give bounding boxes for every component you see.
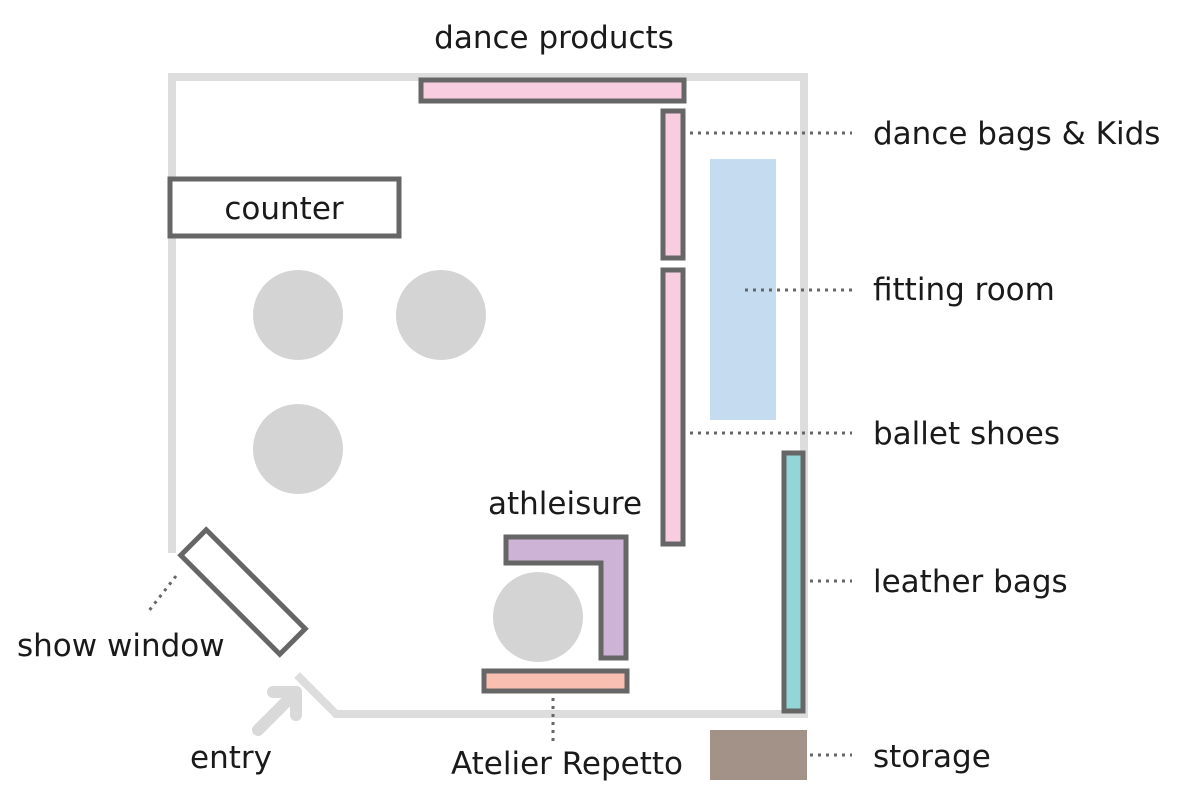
storage-label: storage — [873, 739, 991, 775]
show-window-box — [177, 526, 309, 658]
show-window-label: show window — [17, 628, 225, 664]
show-window-leader — [146, 575, 178, 613]
storage-area — [710, 730, 807, 780]
atelier-repetto-shelf — [481, 668, 630, 694]
display-table — [493, 572, 583, 662]
display-table — [253, 270, 343, 360]
counter-box — [167, 176, 402, 239]
entry-label: entry — [190, 740, 272, 776]
arrow-up-right-icon — [252, 686, 302, 736]
athleisure-shelf — [503, 534, 629, 661]
dance-products-label: dance products — [434, 20, 674, 56]
ballet-shoes-shelf — [660, 267, 686, 547]
fitting-room-area — [710, 159, 776, 420]
dance-products-shelf — [418, 77, 687, 104]
dance-bags-kids-label: dance bags & Kids — [873, 116, 1160, 152]
counter-label: counter — [224, 191, 344, 227]
fitting-room-label: fitting room — [873, 272, 1055, 308]
display-table — [396, 270, 486, 360]
store-walls — [168, 73, 808, 718]
dance-bags-kids-shelf — [660, 108, 686, 261]
athleisure-label: athleisure — [488, 486, 642, 522]
leather-bags-shelf — [781, 450, 806, 714]
display-table — [253, 404, 343, 494]
leather-bags-label: leather bags — [873, 564, 1068, 600]
ballet-shoes-label: ballet shoes — [873, 416, 1060, 452]
atelier-repetto-label: Atelier Repetto — [451, 746, 683, 782]
